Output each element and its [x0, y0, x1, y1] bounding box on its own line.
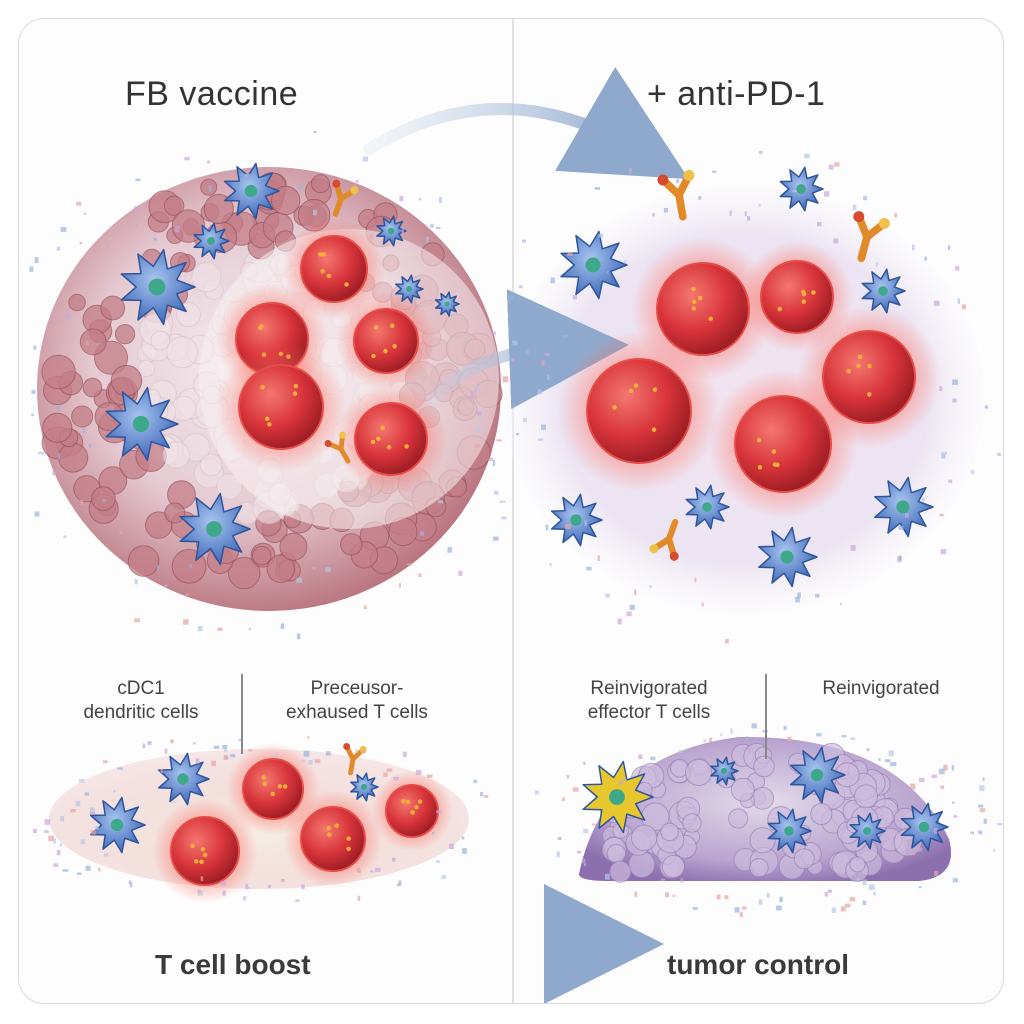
- precursor-label-line2: exhaused T cells: [286, 702, 428, 723]
- antibody-left-mid: [324, 431, 351, 464]
- dendritic-cell-left-7: [434, 291, 460, 317]
- cell-layer: [89, 162, 949, 904]
- antibody-right-3: [649, 518, 679, 561]
- t-cell-left-0: [282, 217, 386, 321]
- precursor-label-line1: Preceusor-: [310, 678, 404, 699]
- t-cell-right-4: [797, 305, 941, 449]
- cdc1-label-line1: cDC1: [117, 678, 165, 699]
- top-curved-arrow: [363, 67, 689, 180]
- dendritic-cell-right-2: [861, 268, 906, 314]
- tumor-control-label: tumor control: [667, 949, 849, 980]
- panel-divider: [512, 19, 514, 1003]
- right-panel-title: + anti-PD-1: [647, 75, 826, 113]
- dendritic-cell-lower-left-2: [350, 772, 379, 802]
- t-cell-lower-left-3: [371, 770, 453, 852]
- dendritic-cell-right-0: [560, 230, 628, 300]
- t-cell-left-3: [215, 341, 347, 473]
- antibody-right-1: [657, 169, 695, 221]
- effector-label: Reinvigorated effector T cells: [549, 677, 749, 725]
- dendritic-cell-left-4: [193, 222, 230, 260]
- dendritic-cell-lower-right-2: [849, 812, 886, 850]
- dendritic-cell-left-2: [105, 386, 179, 462]
- effector-label-line2: effector T cells: [587, 702, 711, 723]
- middle-curved-arrow: [418, 289, 629, 420]
- dendritic-cell-lower-right-4: [710, 756, 739, 786]
- t-cell-boost-label: T cell boost: [155, 949, 311, 980]
- antibody-right-2: [853, 211, 890, 263]
- reinvigorated-label: Reinvigorated: [822, 678, 940, 699]
- dendritic-cell-left-5: [376, 215, 407, 247]
- effector-label-line1: Reinvigorated: [590, 678, 708, 699]
- dendritic-cell-right-1: [779, 166, 824, 212]
- antibody-lower-left: [343, 743, 367, 776]
- cdc1-leader-line: [241, 674, 243, 754]
- dendritic-cell-lower-right-3: [900, 802, 949, 852]
- dendritic-cell-lower-left-1: [89, 796, 146, 854]
- antibody-left-top: [332, 179, 359, 217]
- cdc1-label: cDC1 dendritic cells: [61, 677, 221, 725]
- t-cell-lower-left-1: [152, 798, 258, 904]
- effector-leader-line: [765, 674, 767, 759]
- figure-frame: FB vaccine + anti-PD-1 cDC1 dendritic ce…: [18, 18, 1004, 1004]
- dendritic-cell-right-3: [550, 493, 603, 547]
- dendritic-cell-right-4: [685, 484, 730, 530]
- precursor-label: Preceusor- exhaused T cells: [257, 677, 457, 725]
- dendritic-cell-right-6: [874, 476, 934, 538]
- dendritic-cell-lower-left-0: [157, 752, 210, 806]
- cdc1-label-line2: dendritic cells: [83, 702, 199, 723]
- dendritic-cell-lower-right-0: [789, 746, 846, 804]
- illustration-canvas: [29, 67, 1003, 1003]
- speckle-layer: [29, 130, 1003, 918]
- t-cell-right-2: [558, 330, 720, 492]
- t-cell-lower-left-2: [283, 789, 383, 889]
- dendritic-cell-right-5: [758, 526, 818, 588]
- t-cell-left-2: [336, 291, 436, 391]
- activated-dendritic-cell: [582, 760, 654, 834]
- t-cell-left-4: [335, 383, 447, 495]
- dendritic-cell-lower-right-1: [767, 808, 812, 854]
- left-panel-title: FB vaccine: [125, 75, 299, 113]
- dendritic-cell-left-0: [223, 162, 280, 220]
- dendritic-cell-left-6: [395, 274, 424, 304]
- dendritic-cell-left-1: [120, 248, 196, 326]
- dendritic-cell-left-3: [179, 492, 251, 566]
